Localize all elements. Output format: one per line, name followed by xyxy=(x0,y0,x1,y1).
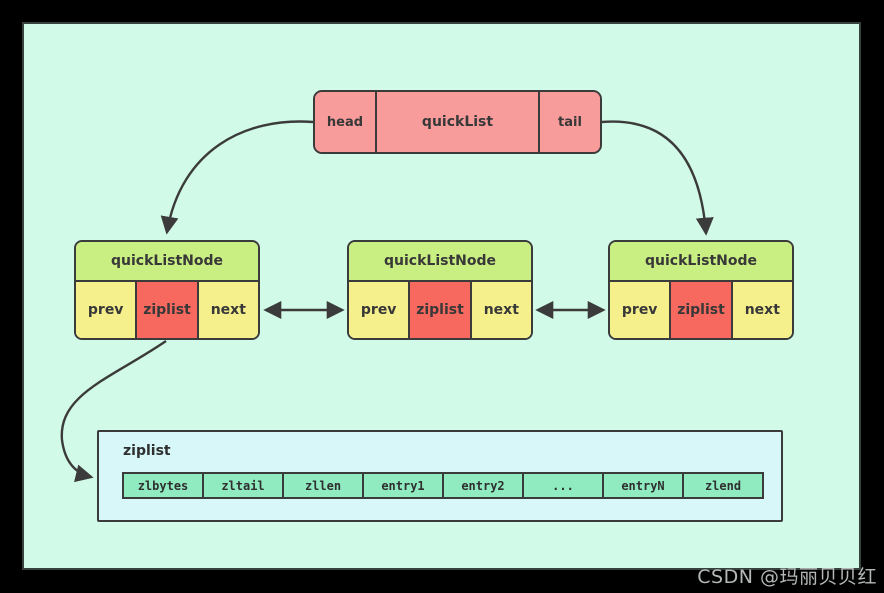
quicklistnode-2-header: quickListNode xyxy=(349,242,531,282)
quicklistnode-3-ziplist-cell: ziplist xyxy=(669,282,733,338)
ziplist-box: ziplist zlbytes zltail zllen entry1 entr… xyxy=(97,430,783,522)
ziplist-row: zlbytes zltail zllen entry1 entry2 ... e… xyxy=(122,472,764,499)
ziplist-cell-entryN: entryN xyxy=(602,472,684,499)
quicklistnode-1-ziplist-cell: ziplist xyxy=(135,282,199,338)
ziplist-box-title: ziplist xyxy=(123,443,171,459)
ziplist-cell-zllen: zllen xyxy=(282,472,364,499)
quicklistnode-3-prev-cell: prev xyxy=(610,282,670,338)
quicklistnode-2-ziplist-cell: ziplist xyxy=(408,282,472,338)
ziplist-cell-ellipsis: ... xyxy=(522,472,604,499)
quicklistnode-2-next-cell: next xyxy=(471,282,531,338)
ziplist-cell-entry2: entry2 xyxy=(442,472,524,499)
quicklistnode-2: quickListNode prev ziplist next xyxy=(347,240,533,340)
quicklist-head-cell: head xyxy=(315,92,375,152)
quicklistnode-2-prev-cell: prev xyxy=(349,282,409,338)
quicklist-tail-cell: tail xyxy=(540,92,600,152)
quicklistnode-3-next-cell: next xyxy=(732,282,792,338)
quicklist-box: head quickList tail xyxy=(313,90,602,154)
quicklistnode-3-header: quickListNode xyxy=(610,242,792,282)
quicklistnode-1: quickListNode prev ziplist next xyxy=(74,240,260,340)
quicklistnode-1-header: quickListNode xyxy=(76,242,258,282)
quicklistnode-3: quickListNode prev ziplist next xyxy=(608,240,794,340)
ziplist-cell-entry1: entry1 xyxy=(362,472,444,499)
quicklistnode-1-next-cell: next xyxy=(198,282,258,338)
csdn-watermark: CSDN @玛丽贝贝红 xyxy=(697,566,877,588)
ziplist-cell-zltail: zltail xyxy=(202,472,284,499)
ziplist-cell-zlend: zlend xyxy=(682,472,764,499)
quicklistnode-1-prev-cell: prev xyxy=(76,282,136,338)
quicklist-title-cell: quickList xyxy=(375,92,540,152)
ziplist-cell-zlbytes: zlbytes xyxy=(122,472,204,499)
